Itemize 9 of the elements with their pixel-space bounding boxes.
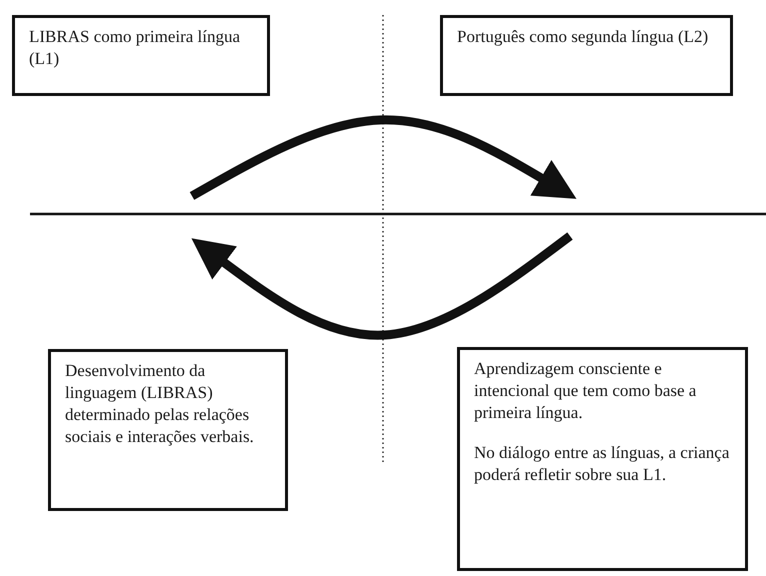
box-text: LIBRAS como primeira língua (L1)	[29, 26, 242, 70]
text-box	[12, 15, 270, 96]
box-text: No diálogo entre as línguas, a criança poderá refletir sobre sua L1.	[474, 442, 730, 486]
text-box	[440, 15, 733, 96]
text-box	[48, 349, 288, 511]
box-text: Português como segunda língua (L2)	[457, 26, 710, 48]
box-text: Aprendizagem consciente e intencional que tem como base a primeira língua.	[474, 358, 698, 424]
text-box	[457, 347, 748, 571]
box-text: Desenvolvimento da linguagem (LIBRAS) determinado pelas relações sociais e interações verbais.	[65, 360, 255, 448]
